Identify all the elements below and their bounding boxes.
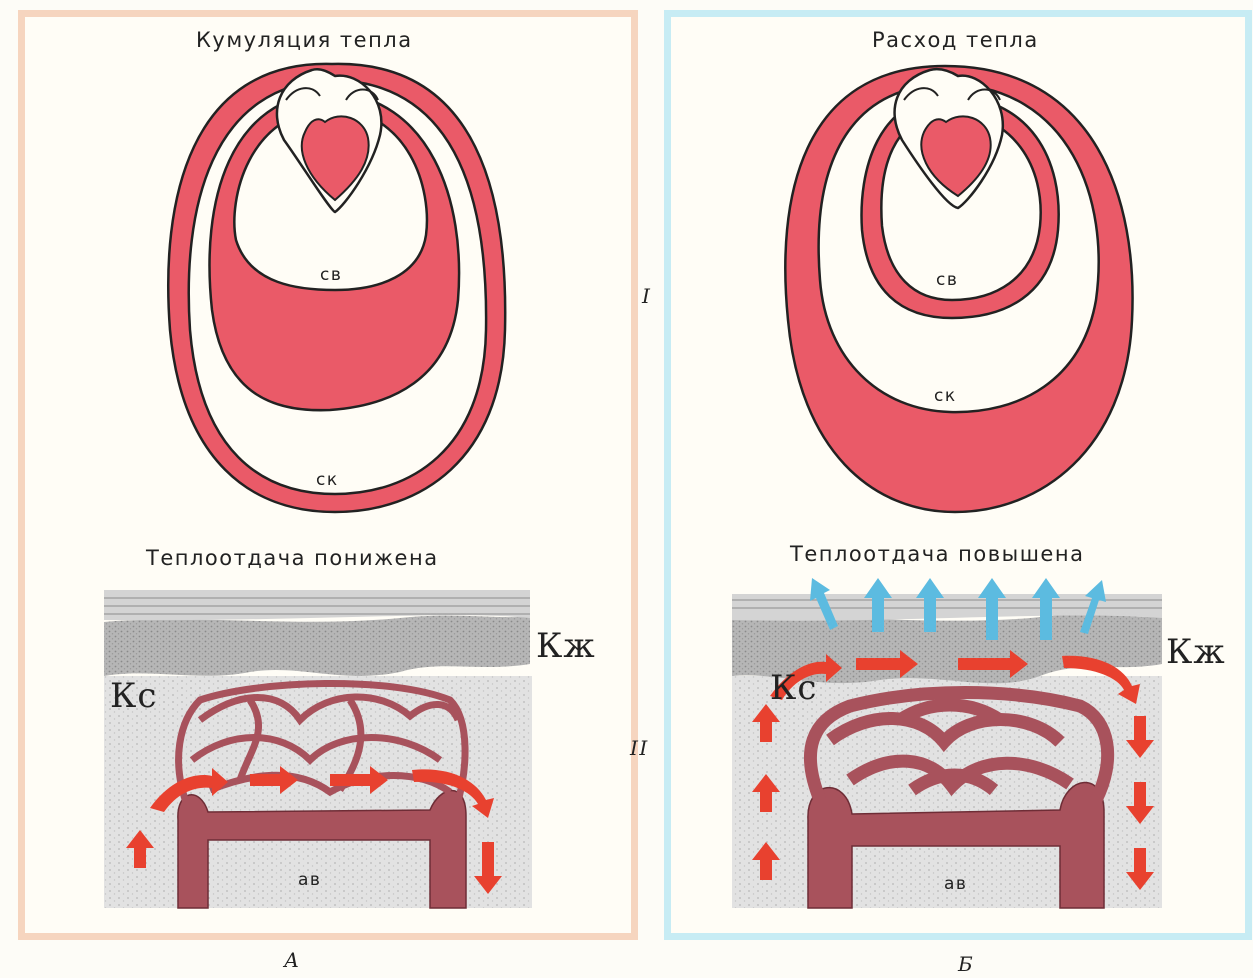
panel-b-label-kzh: Кж — [1166, 632, 1226, 672]
panel-a-circulation-diagram — [168, 64, 505, 512]
panel-b-label-av: ав — [944, 874, 967, 894]
panel-a-title: Кумуляция тепла — [196, 28, 413, 52]
panel-a-label-ks: Кс — [110, 676, 157, 716]
panel-b-title: Расход тепла — [872, 28, 1039, 52]
panel-a-skin-section — [104, 590, 532, 908]
panel-b-label-ks: Кс — [770, 668, 817, 708]
panel-a-label-kzh: Кж — [536, 626, 596, 666]
row-label-bottom: II — [630, 736, 649, 760]
panel-a-letter: А — [284, 948, 301, 972]
panel-b-skin-section — [732, 578, 1162, 908]
panel-a-label-sk: ск — [316, 470, 339, 490]
panel-b-label-sk: ск — [934, 386, 957, 406]
row-label-top: I — [642, 284, 651, 308]
panel-b-letter: Б — [958, 952, 974, 976]
panel-a-label-av: ав — [298, 870, 321, 890]
panel-b-skin-caption: Теплоотдача повышена — [790, 542, 1084, 566]
panel-b-circulation-diagram — [785, 66, 1132, 512]
panel-a-label-sv: св — [320, 265, 342, 285]
panel-b-label-sv: св — [936, 270, 958, 290]
panel-a-skin-caption: Теплоотдача понижена — [146, 546, 439, 570]
